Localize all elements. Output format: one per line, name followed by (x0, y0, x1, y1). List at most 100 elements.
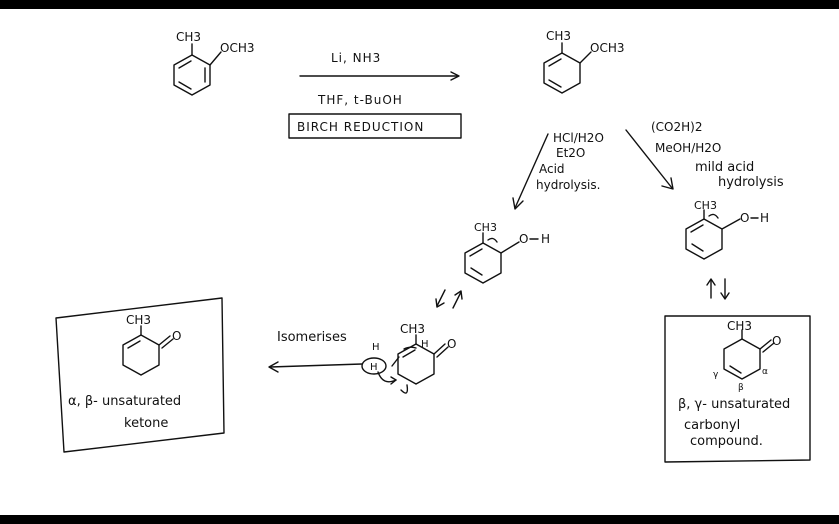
intermediate-h-left-label: H (372, 342, 380, 353)
product-left-carbonyl-bond (158, 335, 171, 346)
birch-product-double-bond (548, 58, 562, 67)
enol-left-hydrogen-label: H (541, 232, 550, 246)
birch-product-ring (543, 52, 581, 94)
product-right-gamma-label: γ (713, 370, 719, 380)
product-right-ring (723, 338, 761, 380)
mild-condition-line2: MeOH/H2O (655, 141, 721, 155)
equilibrium-arrow-up-head (454, 290, 463, 300)
start-methoxy-label: OCH3 (220, 41, 254, 55)
product-left-caption-line2: ketone (124, 416, 168, 431)
intermediate-curved-arrow-head (390, 376, 397, 385)
birch-product: CH3 OCH3 (543, 29, 624, 94)
isomerise-label: Isomerises (277, 330, 347, 345)
birch-product-methyl-label: CH3 (546, 29, 571, 43)
acid-condition-line4: hydrolysis. (536, 178, 600, 192)
enol-left-methyl-label: CH3 (474, 221, 497, 234)
enol-left: CH3 O H (464, 221, 550, 284)
product-left-oxygen-label: O (172, 329, 181, 343)
birch-product-double-bond (548, 79, 562, 88)
enol-left-ring (464, 242, 502, 284)
product-right-beta-label: β (738, 383, 744, 393)
product-left-ring (122, 334, 160, 376)
intermediate-carbonyl-bond (433, 343, 446, 355)
birch-arrow-head (450, 71, 460, 81)
intermediate-oxygen-label: O (447, 337, 456, 351)
mild-hydrolysis-branch: (CO2H)2 MeOH/H2O mild acid hydrolysis (625, 120, 784, 190)
intermediate-carbonyl-bond (436, 346, 449, 358)
product-right-caption-line1: β, γ- unsaturated (678, 397, 790, 412)
isomerisation-intermediate: CH3 O H H H (361, 322, 456, 394)
product-left-double-bond (127, 340, 141, 349)
enol-right-oxygen-bond (721, 218, 741, 230)
equilibrium-left (435, 289, 463, 309)
product-right-caption-line3: compound. (690, 434, 763, 449)
enol-right: CH3 O H (685, 199, 769, 260)
acid-hydrolysis-arrow-head (512, 197, 524, 210)
equilibrium-arrow-down-head (435, 298, 445, 308)
top-black-bar (0, 0, 839, 9)
mild-hydrolysis-arrow-head (661, 177, 674, 190)
isomerise-step: Isomerises (268, 330, 363, 373)
enol-left-double-bond (470, 267, 483, 276)
intermediate-ring (397, 343, 435, 385)
intermediate-double-bond (402, 349, 416, 358)
enol-right-double-bond (690, 224, 704, 233)
mild-hydrolysis-arrow (625, 129, 673, 189)
product-left-caption-line1: α, β- unsaturated (68, 394, 181, 409)
enol-left-oxygen-bond (500, 241, 520, 254)
product-left: CH3 O α, β- unsaturated ketone (55, 297, 225, 453)
intermediate-methyl-label: CH3 (400, 322, 425, 336)
mild-condition-line1: (CO2H)2 (651, 120, 702, 134)
start-ring-double-bond (178, 81, 192, 90)
product-right-carbonyl-bond (759, 339, 772, 350)
mild-condition-line3: mild acid (695, 160, 754, 175)
equilibrium-right-up-head (706, 278, 716, 286)
start-material: CH3 OCH3 (173, 30, 254, 96)
product-right-oxygen-label: O (772, 334, 781, 348)
equilibrium-right-down-head (720, 292, 730, 300)
enol-left-double-bond (469, 248, 483, 257)
acid-condition-line1: HCl/H2O (553, 131, 604, 145)
enol-right-oxygen-label: O (740, 211, 749, 225)
product-right-caption-line2: carbonyl (684, 418, 740, 433)
intermediate-h-top-label: H (421, 339, 429, 350)
acid-hydrolysis-branch: HCl/H2O Et2O Acid hydrolysis. (512, 131, 604, 210)
birch-product-methoxy-label: OCH3 (590, 41, 624, 55)
intermediate-curved-arrow-bottom (400, 384, 409, 394)
birch-step: Li, NH3 THF, t-BuOH BIRCH REDUCTION (288, 51, 462, 139)
start-methoxy-bond (209, 51, 222, 66)
acid-hydrolysis-arrow (514, 133, 549, 209)
product-left-box (55, 297, 225, 453)
equilibrium-arrow-up (452, 291, 462, 309)
circled-hydrogen (361, 357, 387, 375)
equilibrium-right (706, 278, 730, 300)
start-methyl-label: CH3 (176, 30, 201, 44)
bottom-black-bar (0, 515, 839, 524)
product-right-alpha-label: α (762, 367, 768, 377)
acid-condition-line3: Acid (539, 162, 565, 176)
equilibrium-arrow-down (436, 289, 446, 307)
acid-condition-line2: Et2O (556, 146, 585, 160)
birch-reagent-bottom: THF, t-BuOH (317, 93, 403, 107)
start-ring-double-bond (178, 60, 192, 69)
product-right-box (664, 315, 811, 463)
product-right-carbonyl-bond (762, 342, 775, 353)
birch-product-methoxy-bond (579, 51, 592, 64)
intermediate-h-bond (391, 356, 400, 367)
enol-right-ring (685, 218, 723, 260)
intermediate-curved-arrow-top (403, 346, 417, 350)
enol-left-oxygen-label: O (519, 232, 528, 246)
mild-condition-line4: hydrolysis (718, 175, 784, 190)
product-right-double-bond (729, 365, 742, 374)
enol-right-methyl-label: CH3 (694, 199, 717, 212)
intermediate-curved-arrow (377, 371, 397, 383)
intermediate-circled-h-label: H (370, 362, 378, 373)
birch-reagent-top: Li, NH3 (331, 51, 381, 65)
isomerise-arrow (269, 363, 363, 368)
enol-right-double-bond (691, 243, 704, 252)
product-right-methyl-label: CH3 (727, 319, 752, 333)
product-left-methyl-label: CH3 (126, 313, 151, 327)
enol-left-curved-arrow (487, 237, 498, 243)
isomerise-arrow-head (268, 361, 279, 373)
birch-label: BIRCH REDUCTION (297, 120, 424, 134)
